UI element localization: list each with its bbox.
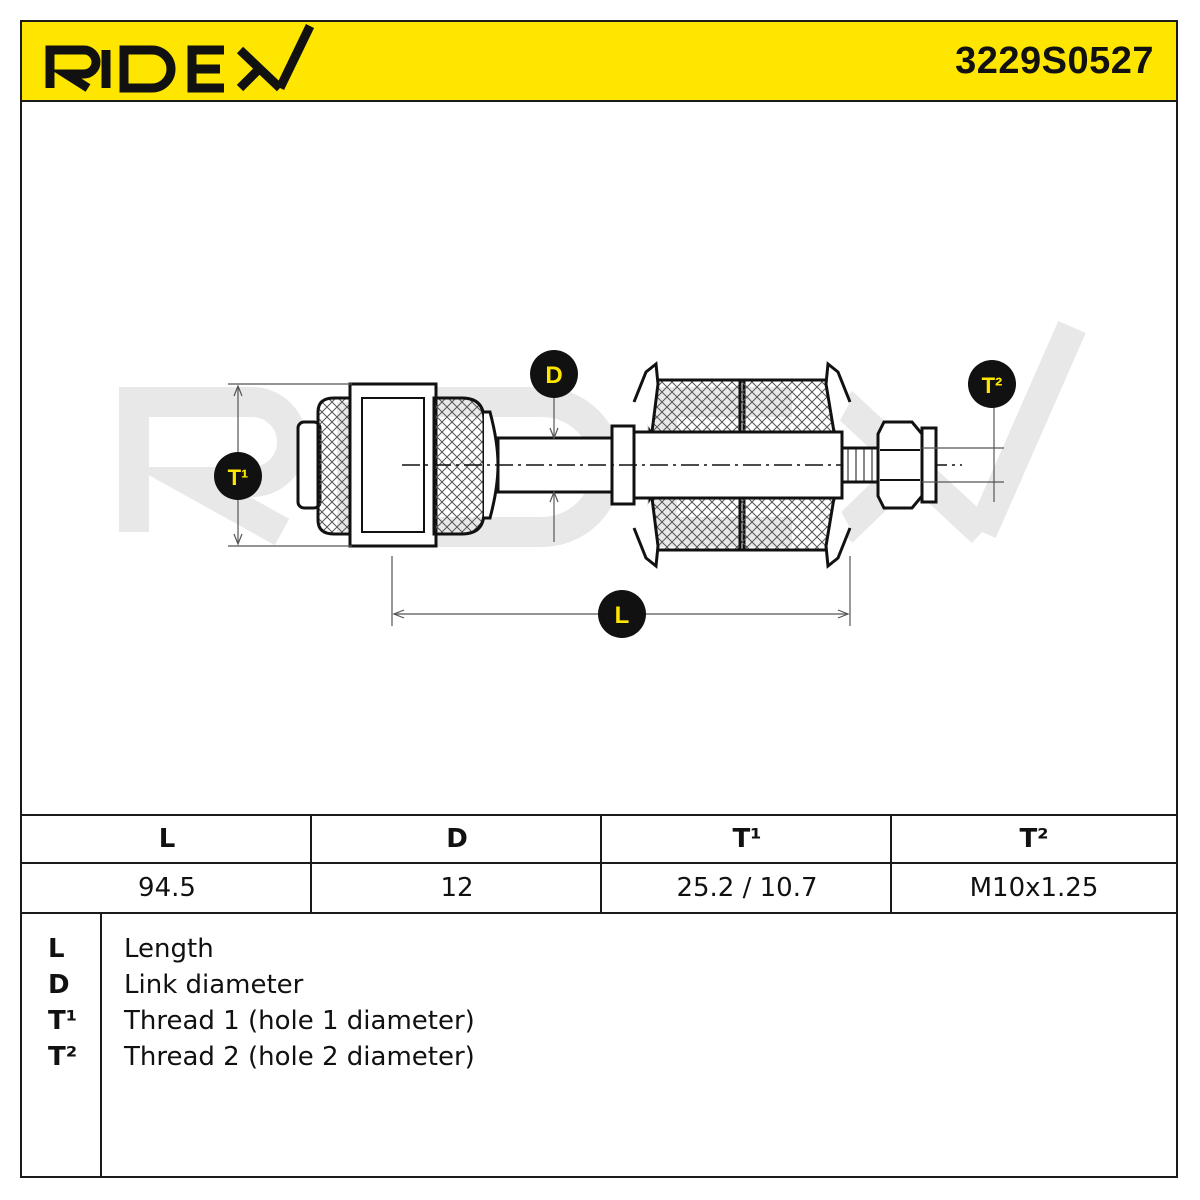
header-bar: 3229S0527 [22,22,1176,102]
legend-symbol: L [48,934,65,964]
spec-value: 94.5 [138,873,196,903]
marker-t1: T¹ [214,452,262,500]
part-number: 3229S0527 [955,40,1154,82]
spec-col-d: D 12 [310,816,602,912]
svg-text:D: D [545,362,562,389]
spec-value: M10x1.25 [969,873,1099,903]
legend-item: T¹ Thread 1 (hole 1 diameter) [22,1006,1176,1042]
technical-drawing: D T¹ T² L [22,102,1176,814]
spec-col-t2: T² M10x1.25 [890,816,1176,912]
ridex-logo [45,24,315,93]
legend-item: T² Thread 2 (hole 2 diameter) [22,1042,1176,1078]
marker-t2: T² [968,360,1016,408]
legend-item: L Length [22,934,1176,970]
right-bushing-assembly [632,361,852,569]
left-bushing [296,382,500,548]
spec-header: D [312,816,602,864]
legend-description: Link diameter [124,970,304,1000]
spec-value: 25.2 / 10.7 [676,873,818,903]
stabilizer-link-drawing: D T¹ T² L [119,320,1086,638]
legend-description: Thread 1 (hole 1 diameter) [124,1006,475,1036]
marker-l: L [598,590,646,638]
legend-item: D Link diameter [22,970,1176,1006]
spec-col-t1: T¹ 25.2 / 10.7 [600,816,892,912]
legend-divider [100,914,102,1178]
svg-text:L: L [615,602,630,629]
spec-table: L 94.5 D 12 T¹ 25.2 / 10.7 T² M10x1.25 [22,814,1176,912]
spec-header: T¹ [602,816,892,864]
spec-header: L [22,816,312,864]
legend-symbol: T¹ [48,1006,78,1036]
spec-col-l: L 94.5 [22,816,312,912]
marker-d: D [530,350,578,398]
threaded-end-nut [840,420,938,510]
legend-symbol: T² [48,1042,78,1072]
spec-sheet: 3229S0527 [20,20,1178,1178]
spec-value: 12 [440,873,474,903]
svg-text:T¹: T¹ [228,465,249,490]
svg-text:T²: T² [982,373,1003,398]
legend-description: Thread 2 (hole 2 diameter) [124,1042,475,1072]
legend-symbol: D [48,970,70,1000]
legend-description: Length [124,934,214,964]
spec-header: T² [892,816,1176,864]
legend: L Length D Link diameter T¹ Thread 1 (ho… [22,912,1176,1178]
